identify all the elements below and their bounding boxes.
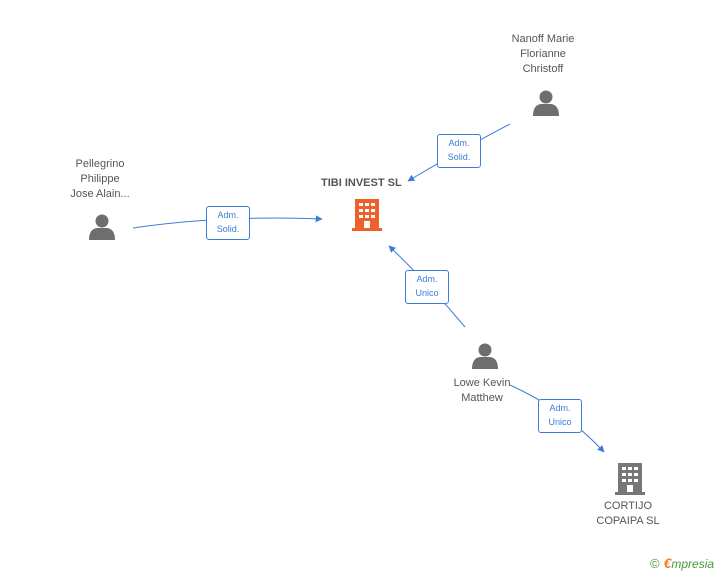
node-label-nanoff[interactable]: Nanoff Marie Florianne Christoff	[511, 33, 575, 75]
node-label-pellegrino[interactable]: Pellegrino Philippe Jose Alain...	[70, 158, 130, 200]
edge-label-nanoff-tibi: Adm. Solid.	[437, 134, 481, 168]
building-icon-cortijo[interactable]	[615, 463, 645, 495]
brand-logo: © €mpresia	[650, 555, 714, 571]
brand-initial: €	[663, 555, 672, 571]
edge-label-pellegrino-tibi: Adm. Solid.	[206, 206, 250, 240]
edge-label-lowe-tibi: Adm. Unico	[405, 270, 449, 304]
building-icon-tibi[interactable]	[352, 199, 382, 231]
person-icon-pellegrino[interactable]	[89, 214, 115, 241]
node-label-tibi[interactable]: TIBI INVEST SL	[321, 177, 402, 189]
edge-label-lowe-cortijo: Adm. Unico	[538, 399, 582, 433]
person-icon-lowe[interactable]	[472, 343, 498, 370]
person-icon-nanoff[interactable]	[533, 90, 559, 117]
node-label-lowe[interactable]: Lowe Kevin Matthew	[453, 377, 511, 404]
brand-name: mpresia	[671, 557, 715, 571]
copyright-icon: ©	[650, 555, 660, 571]
node-label-cortijo[interactable]: CORTIJO COPAIPA SL	[596, 500, 660, 527]
